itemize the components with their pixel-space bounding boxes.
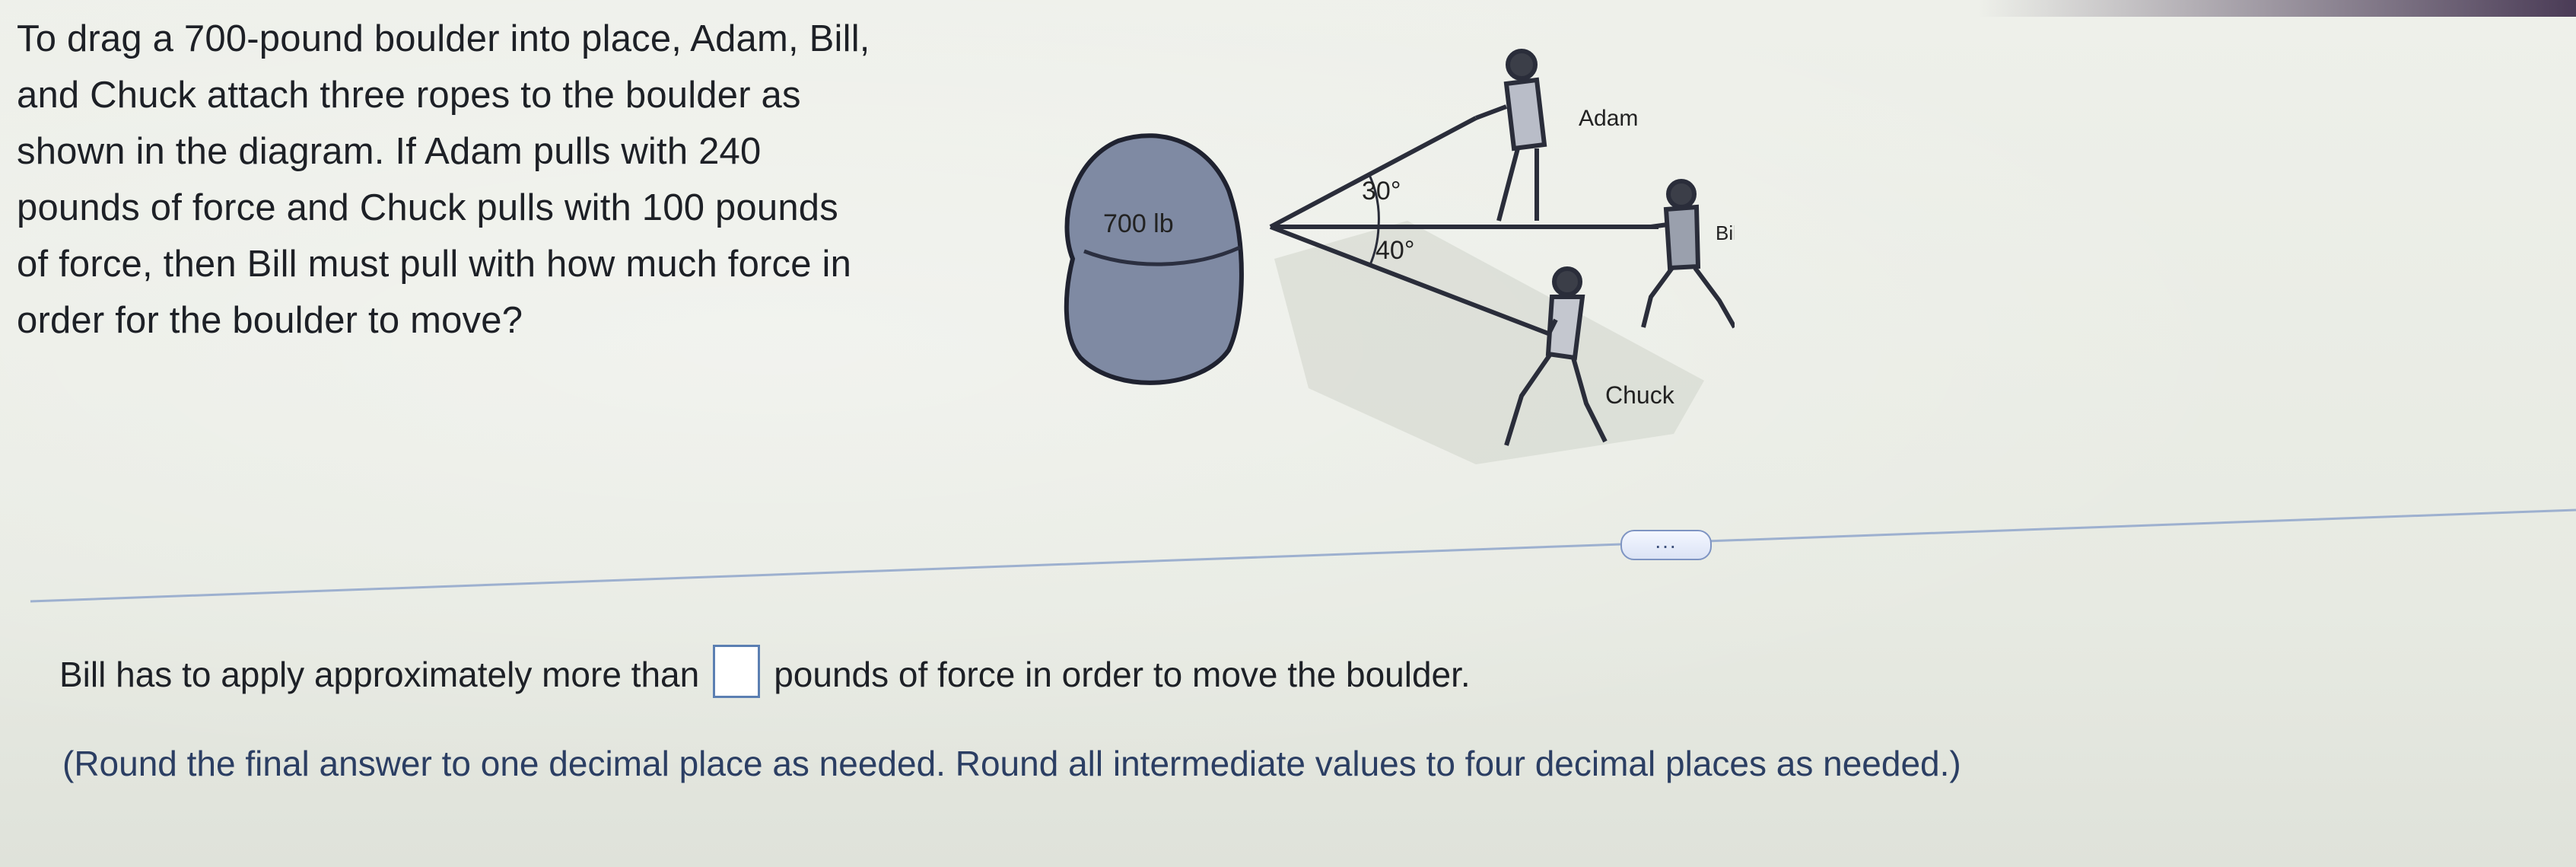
rope-band bbox=[1083, 245, 1242, 266]
answer-sentence: Bill has to apply approximately more tha… bbox=[59, 645, 2494, 704]
angle-top-label: 30° bbox=[1362, 177, 1401, 206]
divider-line bbox=[30, 508, 2576, 603]
question-line: pounds of force and Chuck pulls with 100… bbox=[17, 187, 838, 228]
question-line: and Chuck attach three ropes to the boul… bbox=[17, 75, 801, 116]
adam-figure bbox=[1474, 49, 1547, 222]
boulder-label: 700 lb bbox=[1103, 209, 1174, 238]
question-line: To drag a 700-pound boulder into place, … bbox=[17, 18, 870, 59]
boulder-diagram: 700 lb 30° 40° Adam Bill bbox=[1050, 30, 1735, 487]
answer-suffix: pounds of force in order to move the bou… bbox=[774, 655, 1471, 695]
answer-input-box[interactable] bbox=[713, 645, 761, 698]
section-divider bbox=[30, 508, 2576, 603]
chuck-label: Chuck bbox=[1605, 381, 1675, 409]
window-edge-strip bbox=[1978, 0, 2576, 17]
chuck-rope bbox=[1269, 225, 1554, 337]
bill-figure bbox=[1641, 179, 1735, 329]
show-more-button[interactable]: ... bbox=[1620, 530, 1712, 560]
bill-label: Bill bbox=[1716, 222, 1735, 244]
diagram-svg: 700 lb 30° 40° Adam Bill bbox=[1064, 49, 1735, 464]
angle-bottom-label: 40° bbox=[1375, 236, 1414, 265]
answer-prefix: Bill has to apply approximately more tha… bbox=[59, 655, 700, 695]
angle-arc-bottom bbox=[1368, 226, 1380, 267]
question-text: To drag a 700-pound boulder into place, … bbox=[17, 11, 1051, 349]
rounding-instructions: (Round the final answer to one decimal p… bbox=[62, 744, 1961, 783]
boulder-shape bbox=[1064, 133, 1244, 385]
adam-label: Adam bbox=[1579, 106, 1638, 131]
ellipsis-icon: ... bbox=[1655, 529, 1678, 553]
ground-shadow bbox=[1274, 221, 1704, 464]
angle-arc-top bbox=[1368, 174, 1380, 228]
question-line: shown in the diagram. If Adam pulls with… bbox=[17, 131, 762, 172]
question-line: order for the boulder to move? bbox=[17, 300, 523, 341]
adam-rope bbox=[1269, 116, 1477, 229]
question-line: of force, then Bill must pull with how m… bbox=[17, 244, 852, 285]
chuck-figure bbox=[1504, 266, 1608, 446]
